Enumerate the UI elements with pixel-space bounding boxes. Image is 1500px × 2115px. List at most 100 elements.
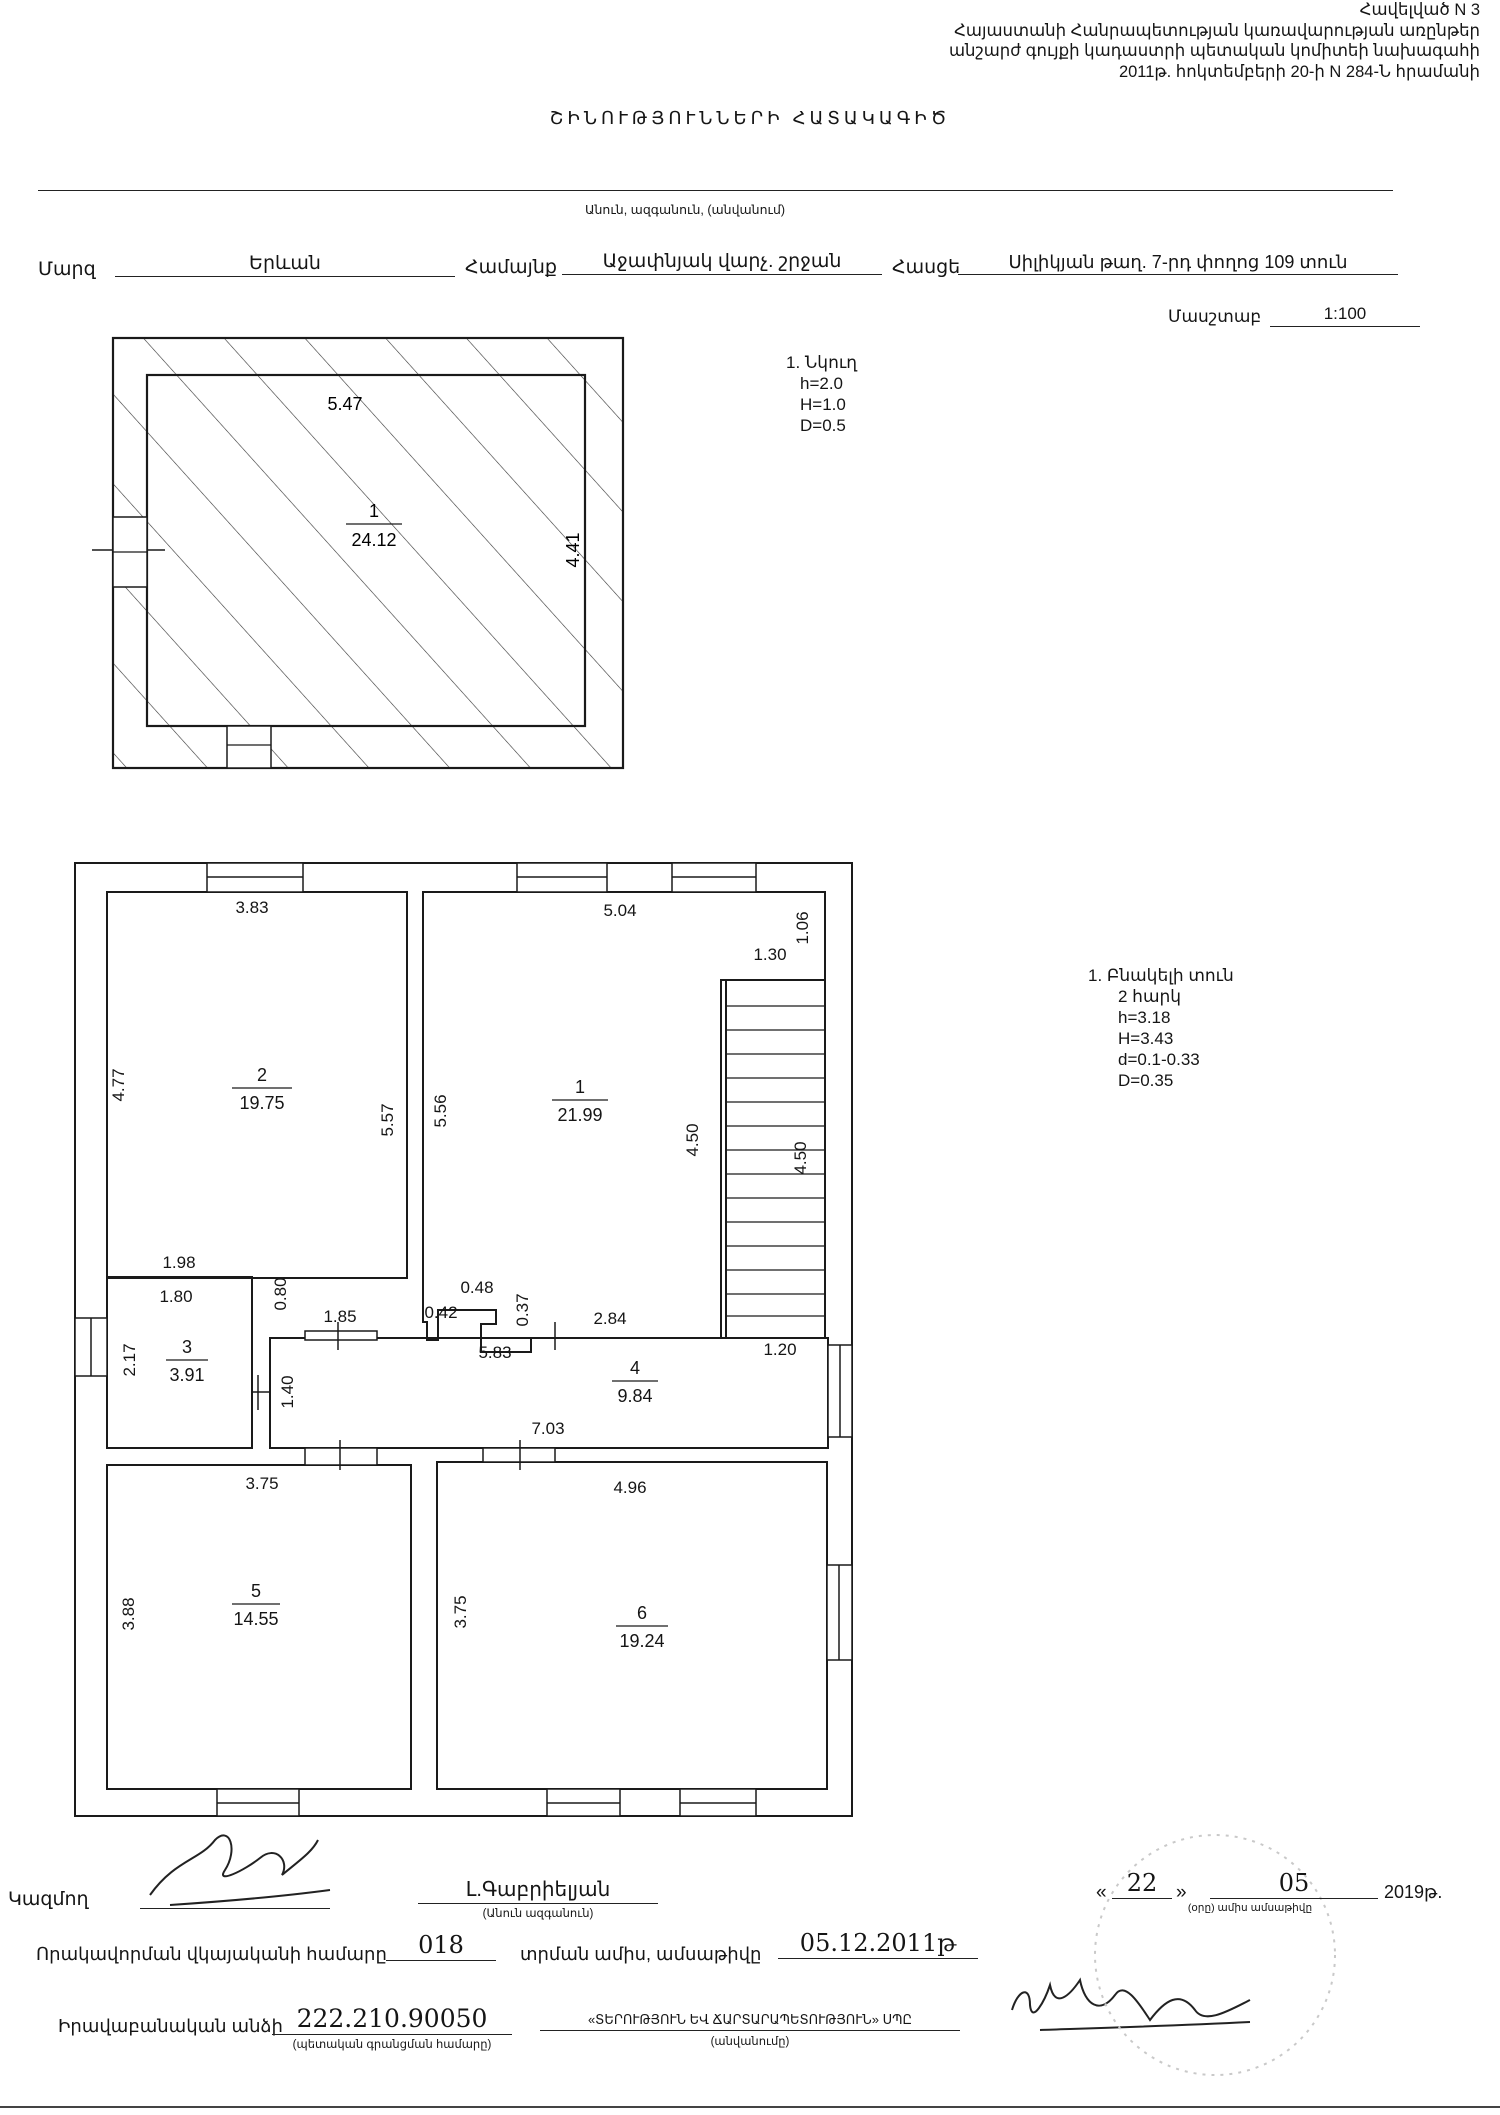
license-date: 05.12.2011թ [778, 1928, 978, 1959]
official-stamp [1094, 1834, 1336, 2076]
community-value: Աջափնյակ վարչ. շրջան [562, 251, 882, 275]
preparer-name-field: Լ.Գաբրիելյան [418, 1877, 658, 1904]
svg-text:0.37: 0.37 [513, 1293, 532, 1326]
svg-text:0.42: 0.42 [424, 1303, 457, 1322]
scale-value: 1:100 [1270, 303, 1420, 327]
cellar-room-number: 1 [369, 501, 379, 521]
svg-text:3.75: 3.75 [451, 1595, 470, 1628]
house-dimensions: 3.83 4.77 5.57 5.04 1.06 1.30 5.56 4.50 … [109, 898, 812, 1631]
staircase [725, 979, 826, 1339]
marz-label: Մարզ [38, 259, 96, 280]
house-openings [74, 862, 853, 1817]
door-hall-room2 [304, 1330, 378, 1341]
room-6-area: 19.24 [619, 1631, 664, 1651]
room-fraction-bars [166, 1087, 668, 1627]
house-note: d=0.1-0.33 [1118, 1050, 1200, 1069]
svg-text:3.83: 3.83 [235, 898, 268, 917]
room-3-number: 3 [182, 1337, 192, 1357]
house-note: h=3.18 [1118, 1008, 1171, 1027]
svg-text:2.84: 2.84 [593, 1309, 626, 1328]
cellar-plan: 5.47 4.41 1 24.12 [92, 336, 625, 770]
official-signature [1011, 1977, 1251, 2031]
header-line: 2011թ. հոկտեմբերի 20-ի N 284-Ն հրամանի [1118, 62, 1480, 81]
house-note: 2 հարկ [1118, 987, 1182, 1006]
date-caption: (օրը) ամիս ամսաթիվը [1187, 1902, 1313, 1914]
room-2-number: 2 [257, 1065, 267, 1085]
cellar-note: D=0.5 [800, 416, 846, 435]
cellar-notes: 1. Նկուղ h=2.0 H=1.0 D=0.5 [786, 352, 857, 436]
license-date-label: տրման ամիս, ամսաթիվը [520, 1944, 762, 1964]
license-number: 018 [386, 1930, 496, 1961]
org-name-field: «ՏԵՐՈՒԹՅՈՒՆ ԵՎ ՃԱՐՏԱՐԱՊԵՏՈՒԹՅՈՒՆ» ՍՊԸ [540, 2008, 960, 2031]
svg-text:1.85: 1.85 [323, 1307, 356, 1326]
cellar-depth-dim: 4.41 [563, 532, 583, 567]
house-note: D=0.35 [1118, 1071, 1174, 1090]
cellar-hatch [113, 338, 623, 768]
date-close-quote: » [1176, 1882, 1187, 1903]
org-name: «ՏԵՐՈՒԹՅՈՒՆ ԵՎ ՃԱՐՏԱՐԱՊԵՏՈՒԹՅՈՒՆ» ՍՊԸ [587, 2012, 913, 2027]
house-note-title: 1. Բնակելի տուն [1088, 966, 1234, 985]
svg-text:4.50: 4.50 [791, 1141, 810, 1174]
tin-value: 222.210.90050 [272, 2004, 512, 2035]
svg-text:5.56: 5.56 [431, 1094, 450, 1127]
cellar-width-dim: 5.47 [327, 394, 362, 414]
date-open-quote: « [1096, 1882, 1107, 1903]
svg-text:1.40: 1.40 [278, 1375, 297, 1408]
room-2-area: 19.75 [239, 1093, 284, 1113]
house-note: H=3.43 [1118, 1029, 1174, 1048]
license-label: Որակավորման վկայականի համարը [36, 1944, 387, 1964]
cellar-note: h=2.0 [800, 374, 844, 393]
owner-name-line [38, 190, 1393, 191]
legal-header: Հավելված N 3 Հայաստանի Հանրապետության կա… [780, 0, 1480, 82]
room-5-number: 5 [251, 1581, 261, 1601]
tin-label: Իրավաբանական անձի [58, 2016, 283, 2036]
header-line: անշարժ գույքի կադաստրի պետական կոմիտեի ն… [948, 42, 1480, 60]
room-2-walls [106, 891, 408, 1279]
address-label: Հասցե [892, 257, 961, 278]
svg-text:1.20: 1.20 [763, 1340, 796, 1359]
svg-text:1.30: 1.30 [753, 945, 786, 964]
address-value: Սիլիկյան թաղ. 7-րդ փողոց 109 տուն [958, 251, 1398, 275]
svg-text:5.57: 5.57 [378, 1103, 397, 1136]
owner-name-caption: Անուն, ազգանուն, (անվանում) [584, 203, 786, 217]
community-label: Համայնք [465, 257, 557, 278]
room-5-area: 14.55 [233, 1609, 278, 1629]
room-labels: 2 19.75 1 21.99 3 3.91 4 9.84 5 14.55 6 … [169, 1065, 664, 1651]
svg-text:5.83: 5.83 [478, 1343, 511, 1362]
cellar-room-area: 24.12 [351, 530, 396, 550]
room-6-number: 6 [637, 1603, 647, 1623]
cellar-note: H=1.0 [800, 395, 846, 414]
svg-text:1.98: 1.98 [162, 1253, 195, 1272]
room-3-area: 3.91 [169, 1365, 204, 1385]
svg-text:7.03: 7.03 [531, 1419, 564, 1438]
preparer-caption: (Անուն ազգանուն) [482, 1908, 594, 1920]
room-4-area: 9.84 [617, 1386, 652, 1406]
door-hall-room6 [482, 1447, 556, 1463]
marz-value: Երևան [115, 253, 455, 277]
svg-text:3.75: 3.75 [245, 1474, 278, 1493]
svg-text:2.17: 2.17 [120, 1343, 139, 1376]
preparer-signature [149, 1834, 331, 1906]
svg-text:3.88: 3.88 [119, 1597, 138, 1630]
bottom-rule [0, 2106, 1500, 2108]
svg-text:1.06: 1.06 [793, 911, 812, 944]
house-notes: 1. Բնակելի տուն 2 հարկ h=3.18 H=3.43 d=0… [1088, 965, 1234, 1091]
date-day: 22 [1112, 1868, 1172, 1899]
svg-text:5.04: 5.04 [603, 901, 636, 920]
svg-text:4.96: 4.96 [613, 1478, 646, 1497]
header-line: Հավելված N 3 [1359, 1, 1480, 19]
preparer-label: Կազմող [8, 1889, 89, 1910]
svg-text:1.80: 1.80 [159, 1287, 192, 1306]
preparer-sign-line [140, 1908, 330, 1909]
date-year: 2019թ. [1384, 1882, 1443, 1902]
scale-label: Մասշտաբ [1168, 307, 1262, 326]
preparer-name: Լ.Գաբրիելյան [465, 1879, 611, 1901]
svg-text:0.48: 0.48 [460, 1278, 493, 1297]
document-title: ՇԻՆՈՒԹՅՈՒՆՆԵՐԻ ՀԱՏԱԿԱԳԻԾ [549, 108, 951, 128]
cellar-note-title: 1. Նկուղ [786, 353, 858, 372]
tin-caption: (պետական գրանցման համարը) [292, 2039, 492, 2051]
org-caption: (անվանումը) [710, 2036, 790, 2048]
room-4-number: 4 [630, 1358, 640, 1378]
date-month: 05 [1210, 1868, 1378, 1899]
